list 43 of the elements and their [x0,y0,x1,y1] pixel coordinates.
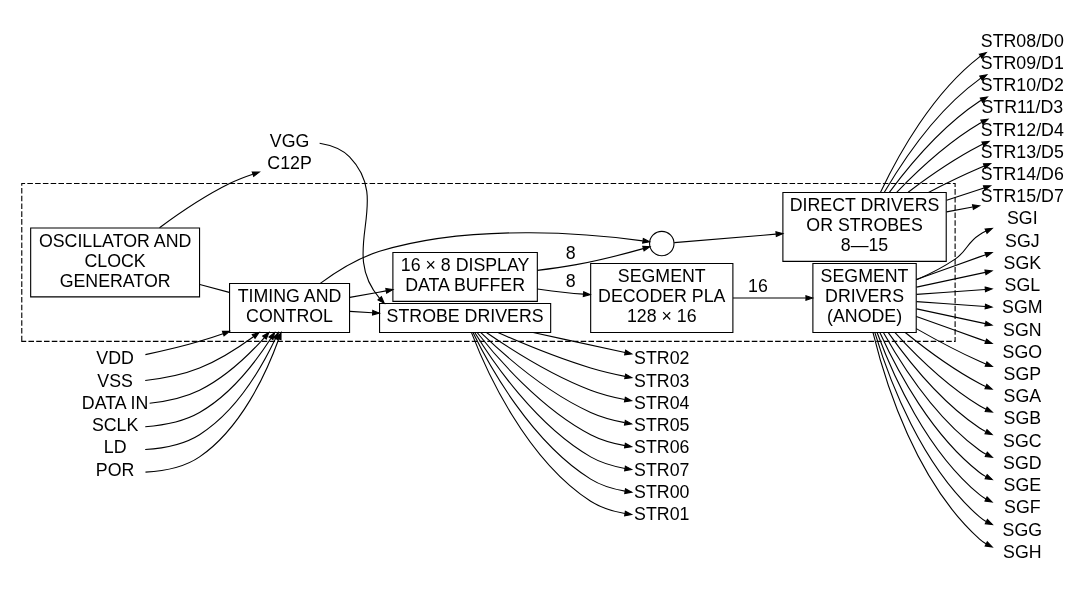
node-text: SGG [1002,519,1043,540]
node-text: STR10/D2 [980,74,1064,95]
node-text: SGO [1002,341,1043,362]
node-text: LD [103,436,127,457]
node-text: STR15/D7 [980,185,1064,206]
node-text: STR04 [634,392,690,413]
node-text: SGB [1003,407,1042,428]
edge-label: 16 [748,275,768,296]
node-text: SGI [1007,207,1038,228]
node-text: SCLK [91,414,139,435]
node-text: SGF [1004,496,1041,517]
node-text: DATA IN [81,392,149,413]
edge-label: 8 [565,242,576,263]
node-text: STR06 [634,436,690,457]
node-text: VSS [97,370,133,391]
node-text: C12P [267,152,312,173]
node-text: SGA [1003,385,1042,406]
node-text: STR07 [634,459,690,480]
node-text: POR [95,459,135,480]
node-text: SGM [1002,296,1043,317]
node-text: STR00 [634,481,690,502]
node-text: STR02 [634,347,690,368]
node-text: STR12/D4 [980,119,1064,140]
node-text: SGE [1003,474,1042,495]
node-text: STR09/D1 [980,52,1064,73]
node-text: STR08/D0 [980,30,1064,51]
node-text: STR11/D3 [981,96,1064,117]
node-text: SGH [1003,541,1042,562]
node-text: STR13/D5 [980,141,1064,162]
node-text: SGL [1004,274,1041,295]
node-text: VGG [269,130,310,151]
node-text: VDD [96,347,134,368]
edge-label: 8 [565,270,576,291]
node-text: SGN [1003,319,1042,340]
node-text: SGJ [1005,230,1040,251]
node-text: STR03 [634,370,690,391]
node-text: STR01 [634,503,690,524]
node-text: STR05 [634,414,690,435]
node-text: STR14/D6 [980,163,1064,184]
node-text: SGC [1003,430,1042,451]
node-text: SGD [1003,452,1042,473]
node-text: SGP [1003,363,1042,384]
node-text: SGK [1003,252,1042,273]
